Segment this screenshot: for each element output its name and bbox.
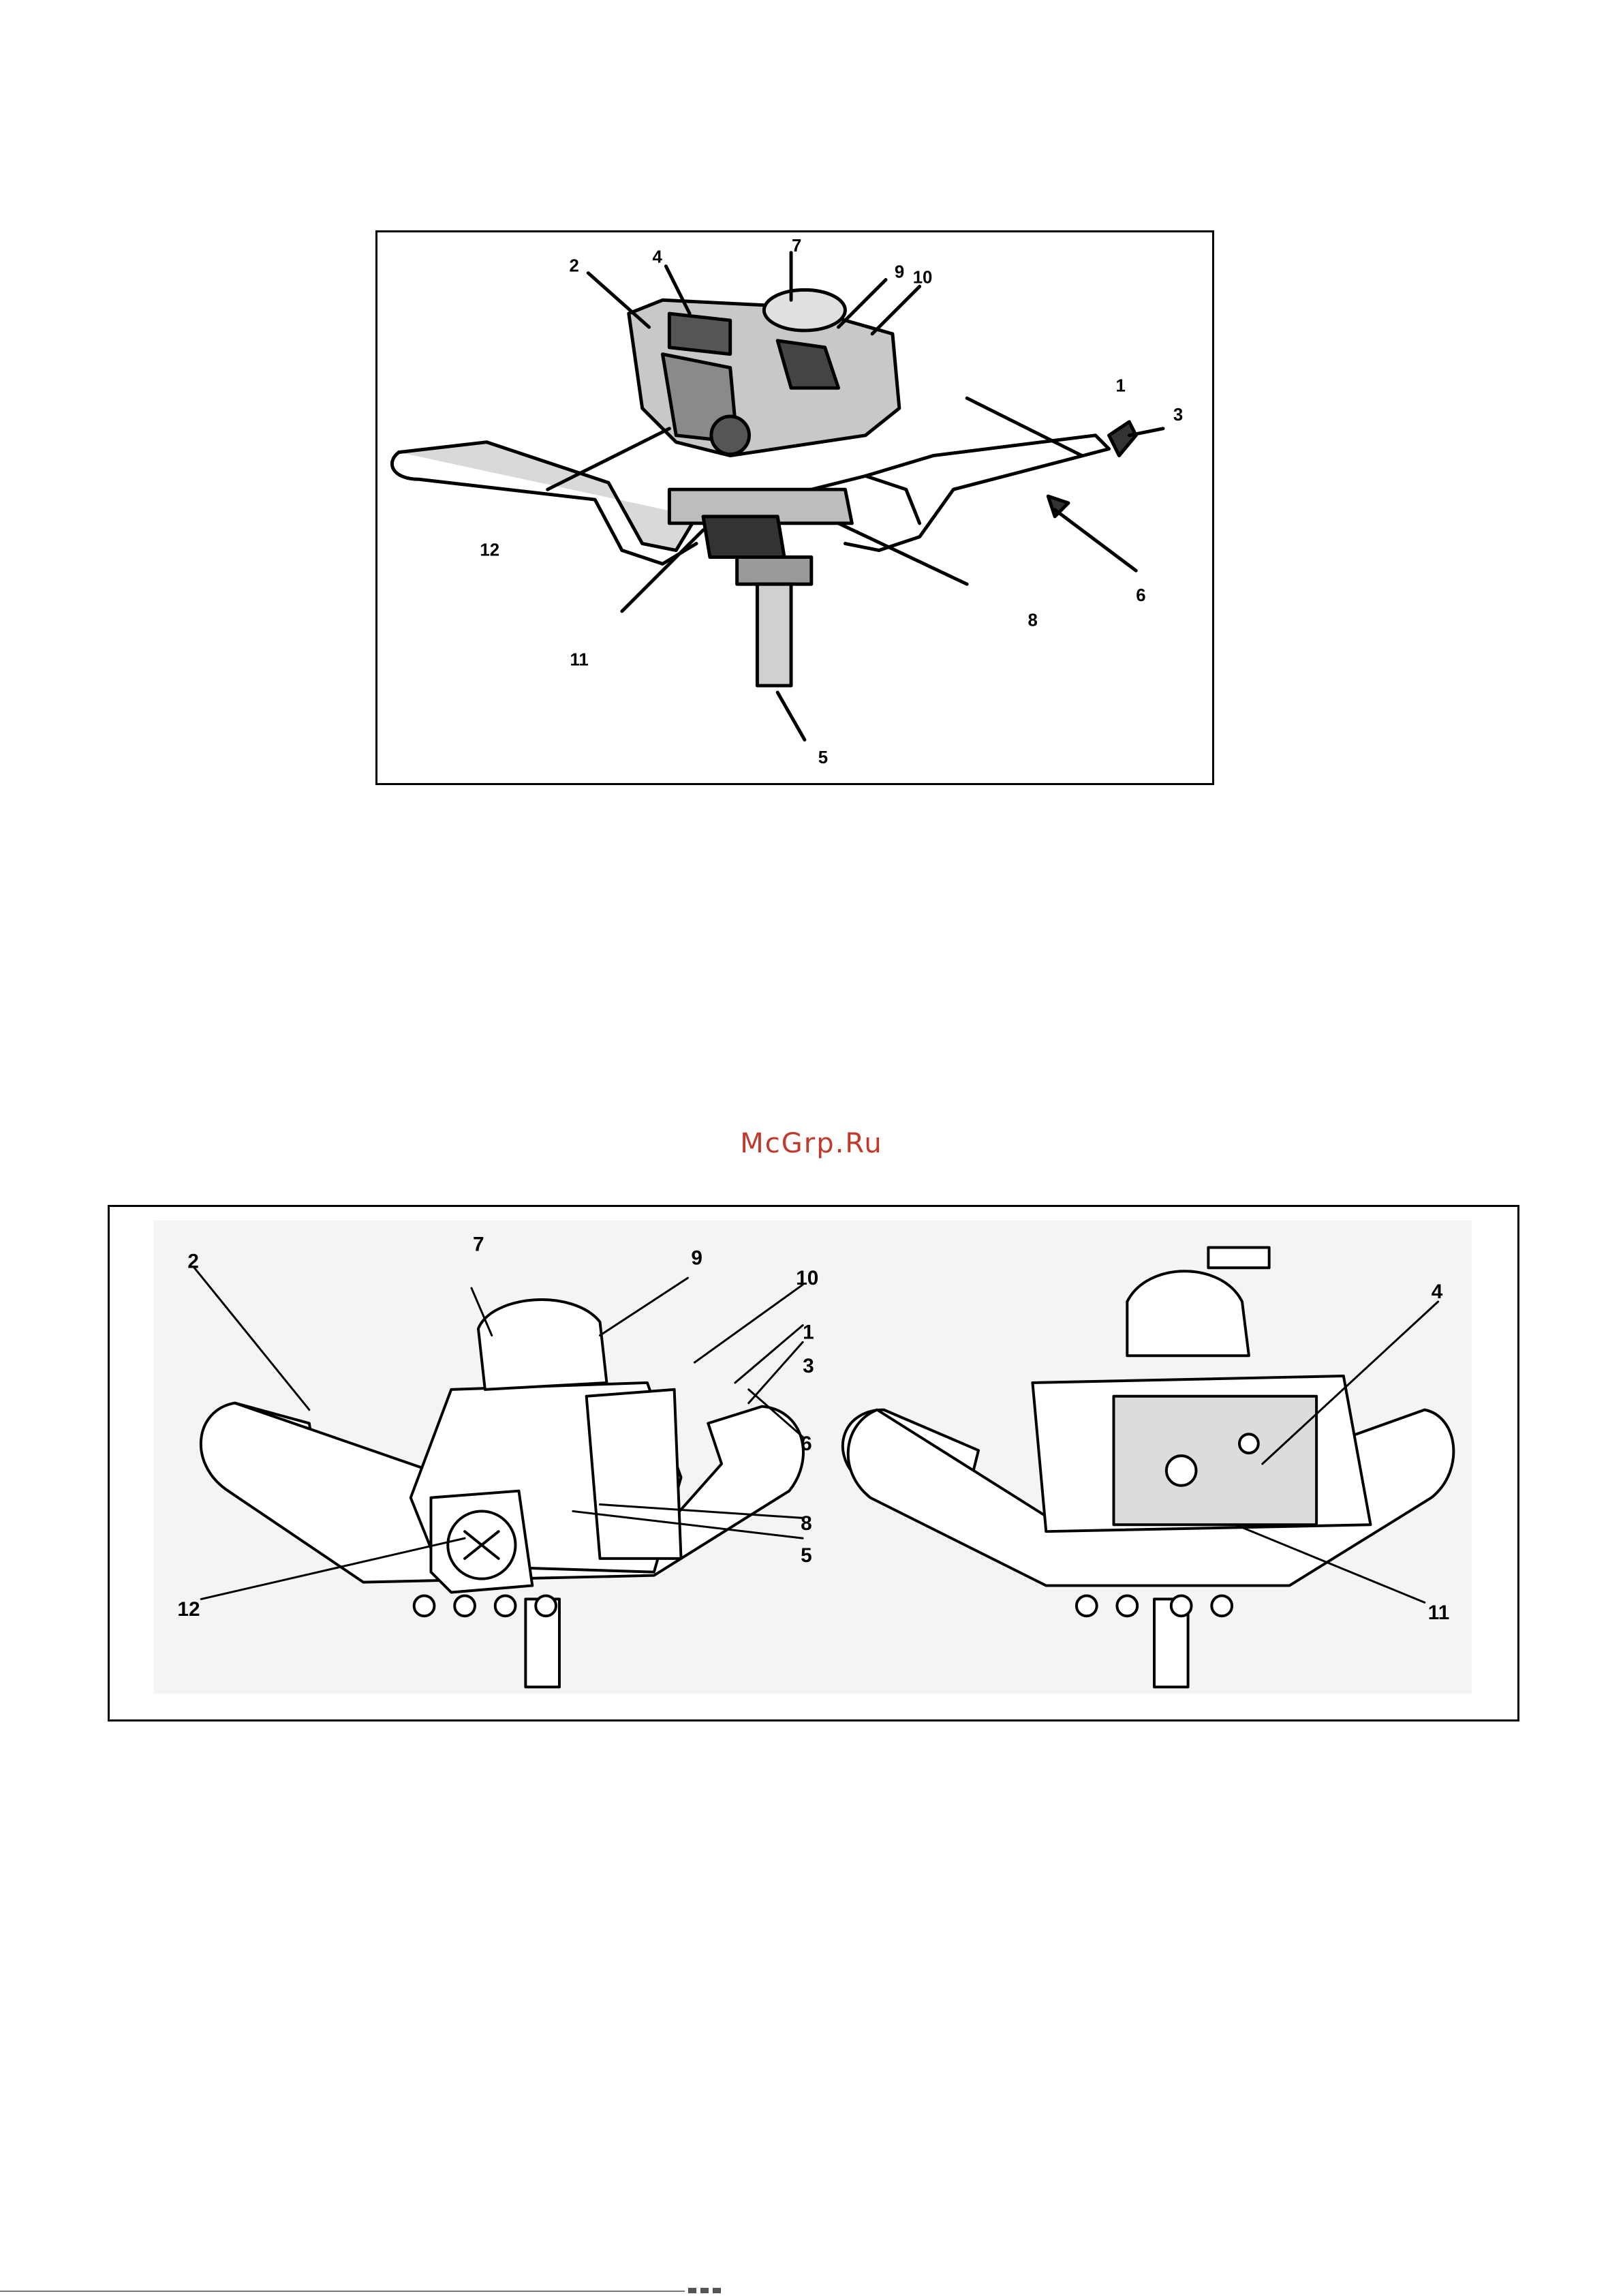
callout-7: 7 <box>473 1233 484 1255</box>
callout-2: 2 <box>569 257 578 276</box>
watermark-text: McGrp.Ru <box>0 1128 1623 1159</box>
callout-3: 3 <box>1173 405 1183 425</box>
earth-auger-bottom-illustration: 1 2 3 5 6 7 8 9 10 12 4 11 <box>110 1207 1517 1719</box>
figure-bottom-earth-auger: 1 2 3 5 6 7 8 9 10 12 4 11 <box>108 1205 1519 1721</box>
callout-5: 5 <box>818 748 828 767</box>
figure-top-earth-auger: 1 2 3 4 5 6 7 8 9 10 11 12 <box>375 230 1214 785</box>
callout-9: 9 <box>895 263 904 282</box>
callout-8: 8 <box>801 1512 812 1535</box>
callout-1: 1 <box>1116 376 1126 395</box>
footer-mark <box>688 2285 736 2295</box>
earth-auger-top-illustration: 1 2 3 4 5 6 7 8 9 10 11 12 <box>377 232 1212 783</box>
callout-6: 6 <box>1136 586 1145 605</box>
callout-10: 10 <box>913 268 933 287</box>
callout-12: 12 <box>177 1598 200 1621</box>
callout-9: 9 <box>691 1246 702 1269</box>
callout-2: 2 <box>187 1250 199 1272</box>
callout-7: 7 <box>792 236 801 256</box>
callout-4: 4 <box>653 248 663 267</box>
callout-11: 11 <box>1428 1602 1449 1624</box>
callout-8: 8 <box>1027 611 1037 630</box>
callout-3: 3 <box>803 1355 814 1377</box>
callout-6: 6 <box>801 1433 812 1455</box>
callout-5: 5 <box>801 1544 812 1567</box>
callout-12: 12 <box>480 540 499 560</box>
callout-4: 4 <box>1432 1281 1443 1303</box>
callout-11: 11 <box>570 650 588 669</box>
footer-rule <box>0 2291 685 2292</box>
callout-10: 10 <box>796 1267 818 1289</box>
callout-1: 1 <box>803 1321 814 1343</box>
